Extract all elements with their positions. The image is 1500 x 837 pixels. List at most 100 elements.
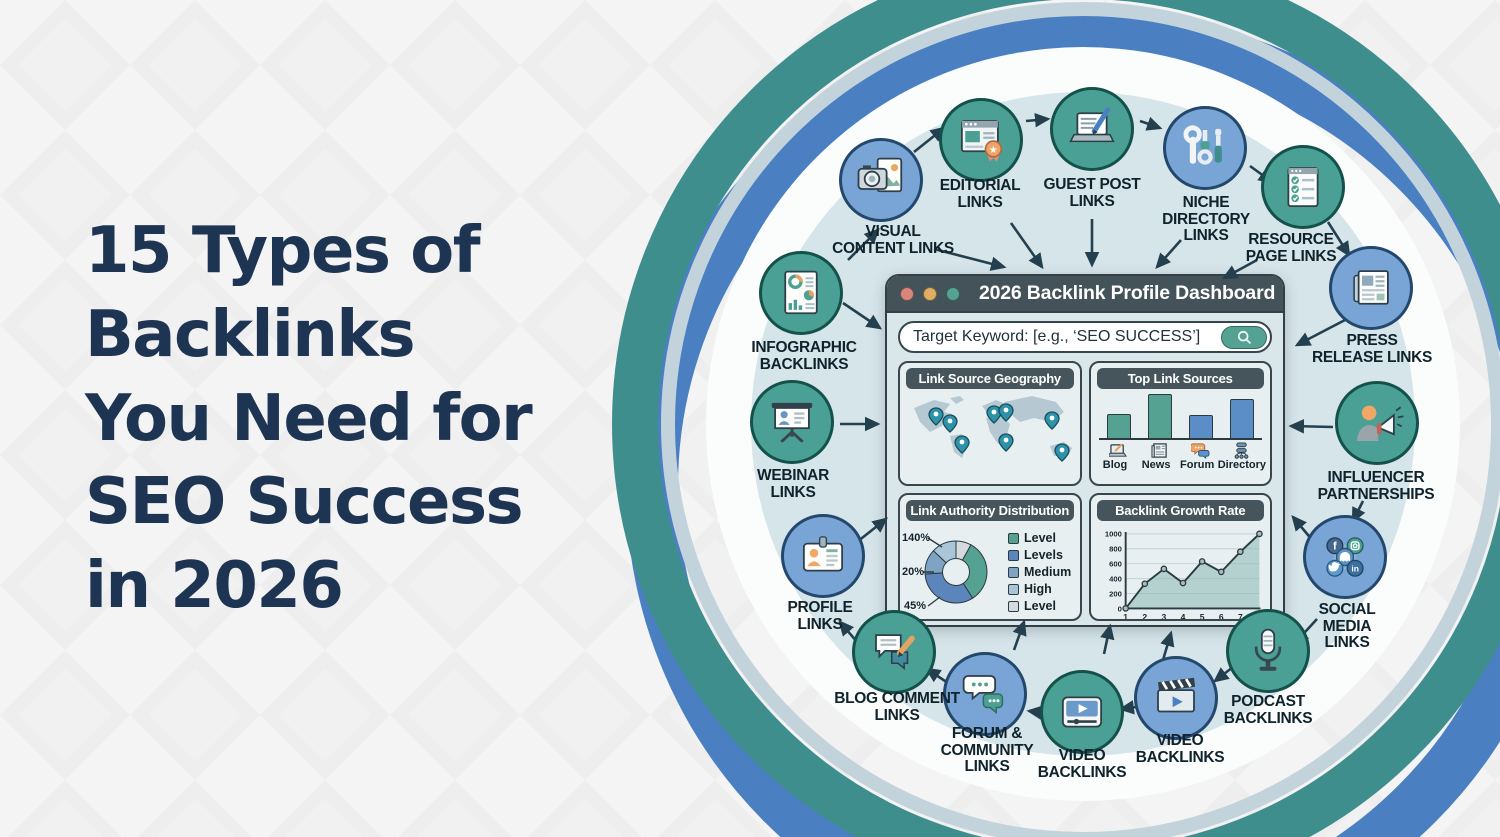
forum-icon (1191, 443, 1210, 459)
award-webpage-icon: ★ (960, 119, 1003, 162)
svg-text:4: 4 (1180, 612, 1185, 621)
node-label: VIDEO BACKLINKS (1037, 747, 1127, 781)
dashboard-titlebar: 2026 Backlink Profile Dashboard (887, 276, 1283, 313)
node-label: VISUAL CONTENT LINKS (832, 223, 954, 257)
title-line: 15 Types of (85, 214, 481, 288)
comment-pencil-icon (875, 634, 915, 670)
svg-text:0: 0 (1117, 604, 1121, 613)
node-label: WEBINAR LINKS (757, 467, 829, 501)
directory-icon (1234, 442, 1249, 459)
authority-donut-chart: 140% 20% 45% (902, 525, 1004, 619)
node-influencer-partnerships (1335, 381, 1419, 465)
node-label: EDITORIAL LINKS (939, 177, 1021, 211)
panel-link-source-geography: Link Source Geography (898, 361, 1082, 486)
node-visual-content-links (839, 138, 923, 222)
laptop-pen-icon (1069, 107, 1115, 143)
infographic-document-icon (784, 270, 818, 315)
dashboard-title: 2026 Backlink Profile Dashboard (979, 282, 1276, 304)
presentation-board-icon (771, 402, 813, 443)
keyword-search-input[interactable]: Target Keyword: [e.g., ‘SEO SUCCESS’] (898, 321, 1272, 353)
map-pins (928, 403, 1070, 462)
bar-news (1147, 394, 1172, 438)
node-forum-community-links (943, 652, 1027, 736)
svg-text:2: 2 (1142, 612, 1147, 621)
search-button[interactable] (1221, 325, 1267, 349)
legend-swatch (1008, 600, 1019, 612)
node-webinar-links (750, 380, 834, 464)
node-label: VIDEO BACKLINKS (1135, 732, 1225, 766)
node-label: INFOGRAPHIC BACKLINKS (751, 339, 857, 373)
node-label: PRESS RELEASE LINKS (1311, 332, 1433, 366)
video-player-icon (1061, 696, 1103, 728)
camera-photo-icon (857, 157, 903, 193)
node-social-media-links: f in (1303, 515, 1387, 599)
svg-text:600: 600 (1109, 560, 1122, 569)
title-line: SEO Success (85, 465, 524, 540)
checklist-icon (1287, 166, 1319, 208)
svg-text:1: 1 (1123, 612, 1128, 621)
node-label: FORUM & COMMUNITY LINKS (940, 725, 1034, 776)
keyword-search-value: Target Keyword: [e.g., ‘SEO SUCCESS’] (913, 328, 1201, 345)
dashboard-body: Target Keyword: [e.g., ‘SEO SUCCESS’] Li… (887, 313, 1283, 625)
node-label: SOCIAL MEDIA LINKS (1318, 601, 1376, 652)
svg-text:7: 7 (1237, 612, 1242, 621)
panel-title: Backlink Growth Rate (1096, 500, 1264, 521)
node-editorial-links: ★ (939, 98, 1023, 182)
window-dot-red (900, 286, 914, 301)
blog-icon (1109, 443, 1128, 457)
svg-text:★: ★ (989, 145, 998, 156)
node-profile-links (781, 514, 865, 598)
bar-label-forum: Forum (1180, 459, 1215, 471)
newspaper-icon (1353, 270, 1389, 305)
growth-area-chart: 0200400600800100012345678 (1104, 530, 1263, 621)
svg-text:f: f (1333, 541, 1337, 553)
node-press-release-links (1329, 246, 1413, 330)
svg-text:200: 200 (1109, 589, 1122, 598)
window-dot-yellow (923, 286, 937, 301)
svg-text:3: 3 (1161, 612, 1166, 621)
donut-callout: 20% (902, 566, 925, 578)
node-resource-page-links (1261, 145, 1345, 229)
page-title: 15 Types of Backlinks You Need for SEO S… (85, 210, 533, 629)
microphone-icon (1254, 628, 1282, 671)
svg-text:6: 6 (1218, 612, 1223, 621)
node-niche-directory-links (1163, 106, 1247, 190)
panel-link-authority-distribution: Link Authority Distribution (898, 493, 1082, 621)
svg-text:in: in (1351, 564, 1358, 574)
tools-icon (1183, 125, 1222, 165)
panel-title: Link Source Geography (906, 368, 1074, 389)
id-card-icon (802, 536, 844, 572)
social-networks-icon: f in (1326, 537, 1364, 577)
panel-top-link-sources: Top Link Sources Blog (1088, 361, 1272, 486)
bar-forum (1188, 415, 1213, 438)
title-line: Backlinks (85, 297, 416, 372)
legend-item: High (1008, 582, 1078, 596)
backlink-dashboard: 2026 Backlink Profile Dashboard Target K… (885, 274, 1285, 627)
megaphone-person-icon (1356, 405, 1404, 441)
title-line: in 2026 (85, 549, 344, 624)
node-label: GUEST POST LINKS (1043, 176, 1141, 210)
legend-item: Levels (1008, 548, 1078, 562)
bar-blog (1106, 414, 1131, 438)
node-blog-comment-links (852, 610, 936, 694)
node-label: NICHE DIRECTORY LINKS (1162, 194, 1250, 245)
node-video-backlinks-clapper (1134, 656, 1218, 740)
bar-directory (1229, 399, 1254, 438)
world-map (914, 396, 1072, 462)
node-podcast-backlinks (1226, 609, 1310, 693)
bar-label-news: News (1141, 459, 1171, 471)
window-buttons (900, 286, 960, 301)
window-dot-green (946, 286, 960, 301)
chat-bubbles-icon (962, 675, 1004, 715)
donut-callout: 45% (904, 600, 927, 612)
title-line: You Need for (85, 381, 533, 456)
legend-item: Medium (1008, 565, 1078, 579)
svg-text:800: 800 (1109, 545, 1122, 554)
node-label: BLOG COMMENT LINKS (834, 690, 960, 724)
panel-title: Top Link Sources (1096, 368, 1264, 389)
svg-text:5: 5 (1199, 612, 1204, 621)
top-sources-bar-chart (1098, 392, 1262, 440)
legend-swatch (1008, 549, 1019, 561)
